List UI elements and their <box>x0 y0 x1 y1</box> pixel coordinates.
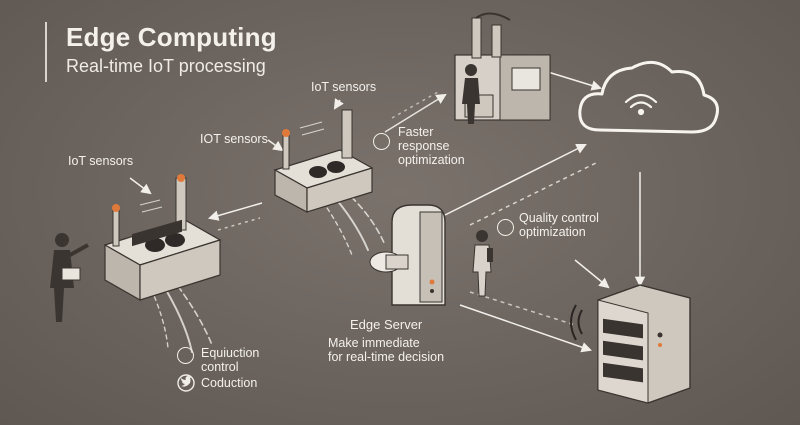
label-faster-response-3: optimization <box>398 153 465 167</box>
edge-server-device <box>369 204 446 306</box>
title-accent-rule <box>45 22 47 82</box>
factory-machine-left <box>103 174 222 302</box>
label-edge-server: Edge Server <box>350 317 423 332</box>
cloud-icon <box>578 60 719 134</box>
label-bottom-3: Coduction <box>201 376 258 390</box>
wifi-icon <box>497 219 514 236</box>
label-faster-response-1: Faster <box>398 125 434 139</box>
label-bottom-2: control <box>201 360 239 374</box>
label-faster-response-2: response <box>398 139 450 153</box>
label-quality-control-2: optimization <box>519 225 586 239</box>
factory-machine-middle <box>273 109 374 213</box>
connection-arrows <box>129 71 646 353</box>
label-decision-2: for real-time decision <box>328 350 445 364</box>
cloud-wifi-icon <box>624 93 658 116</box>
label-iot-sensors-top: IoT sensors <box>311 80 377 94</box>
person-icon <box>50 233 89 322</box>
label-decision-1: Make immediate <box>328 336 420 350</box>
page-subtitle: Real-time IoT processing <box>66 56 266 76</box>
label-bottom-1: Equiuction <box>201 346 260 360</box>
label-iot-sensors-mid: IOT sensors <box>200 132 268 146</box>
twitter-bird-icon <box>177 374 195 392</box>
label-quality-control-1: Quality control <box>519 211 599 225</box>
person-icon <box>472 230 493 297</box>
person-icon <box>462 64 480 124</box>
page-title: Edge Computing <box>66 22 277 52</box>
sensor-signal-lines <box>139 121 325 213</box>
wifi-icon <box>373 133 390 150</box>
label-iot-sensors-left: IoT sensors <box>68 154 134 168</box>
server-icon <box>570 284 691 404</box>
wifi-icon <box>177 347 194 364</box>
